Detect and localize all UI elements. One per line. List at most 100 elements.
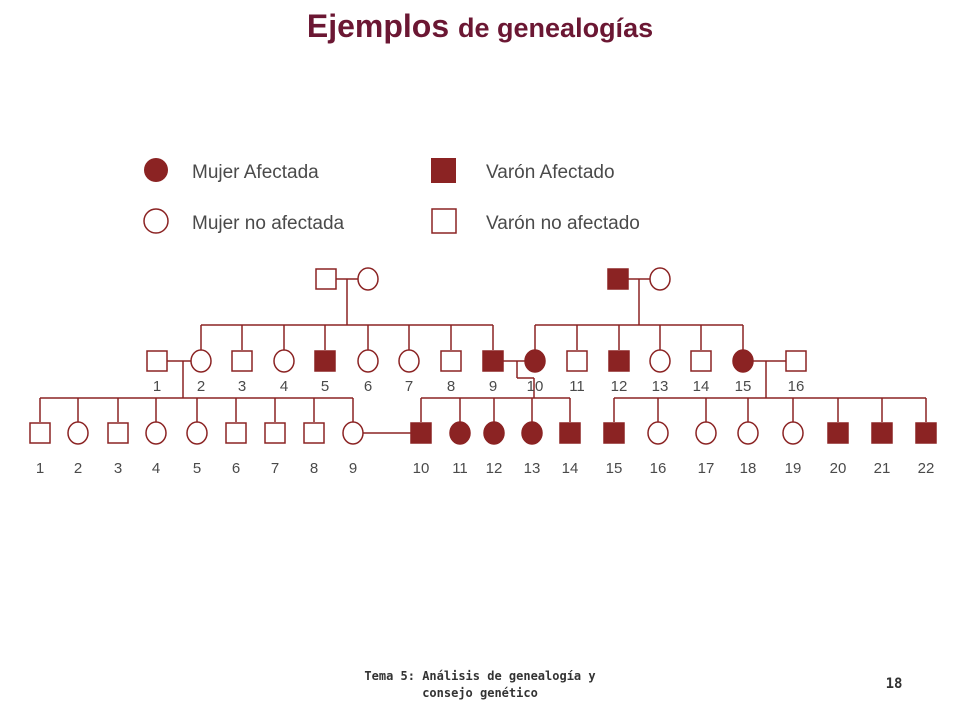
- gen2-individual-6: [357, 349, 379, 373]
- gen3-label-17: 17: [698, 460, 715, 477]
- gen3-individual-4: [145, 421, 167, 445]
- gen3-label-5: 5: [193, 460, 201, 477]
- gen3-label-1: 1: [36, 460, 44, 477]
- gen2-individual-3: [231, 350, 253, 372]
- gen3-individual-10: [410, 422, 432, 444]
- affected-male-legend-icon: [431, 158, 456, 183]
- gen3-individual-21: [871, 422, 893, 444]
- gen3-individual-14: [559, 422, 581, 444]
- gen3-individual-7: [264, 422, 286, 444]
- gen2-label-15: 15: [735, 378, 752, 395]
- gen3-label-16: 16: [650, 460, 667, 477]
- gen2-label-10: 10: [527, 378, 544, 395]
- gen3-individual-8: [303, 422, 325, 444]
- gen3-label-20: 20: [830, 460, 847, 477]
- gen3-label-10: 10: [413, 460, 430, 477]
- gen3-label-3: 3: [114, 460, 122, 477]
- gen3-label-12: 12: [486, 460, 503, 477]
- gen3-label-21: 21: [874, 460, 891, 477]
- legend-affected-female: Mujer Afectada: [192, 162, 319, 183]
- page-number: 18: [885, 676, 903, 692]
- gen1-individual-1: [315, 268, 337, 290]
- gen2-individual-7: [398, 349, 420, 373]
- gen3-individual-15: [603, 422, 625, 444]
- gen3-individual-18: [737, 421, 759, 445]
- gen3-individual-20: [827, 422, 849, 444]
- unaffected-female-legend-icon: [143, 208, 169, 234]
- gen3-individual-9: [342, 421, 364, 445]
- gen2-individual-4: [273, 349, 295, 373]
- pedigree-lines: [39, 278, 927, 434]
- gen2-individual-12: [608, 350, 630, 372]
- gen2-individual-2: [190, 349, 212, 373]
- gen3-individual-6: [225, 422, 247, 444]
- gen2-label-16: 16: [788, 378, 805, 395]
- affected-female-legend-icon: [144, 158, 168, 182]
- gen1-individual-3: [607, 268, 629, 290]
- gen3-individual-19: [782, 421, 804, 445]
- gen2-individual-14: [690, 350, 712, 372]
- gen3-label-2: 2: [74, 460, 82, 477]
- gen2-label-7: 7: [405, 378, 413, 395]
- gen3-individual-3: [107, 422, 129, 444]
- title-bold: Ejemplos: [306, 8, 450, 44]
- gen3-label-7: 7: [271, 460, 279, 477]
- gen2-label-12: 12: [611, 378, 628, 395]
- gen2-label-8: 8: [447, 378, 455, 395]
- gen2-label-4: 4: [280, 378, 288, 395]
- gen3-individual-17: [695, 421, 717, 445]
- legend-unaffected-female: Mujer no afectada: [192, 213, 345, 234]
- gen3-individual-5: [186, 421, 208, 445]
- gen3-label-18: 18: [740, 460, 757, 477]
- gen3-individual-22: [915, 422, 937, 444]
- gen3-individual-1: [29, 422, 51, 444]
- legend-unaffected-male: Varón no afectado: [486, 213, 640, 234]
- gen3-label-6: 6: [232, 460, 240, 477]
- gen3-individual-12: [483, 421, 505, 445]
- gen2-label-5: 5: [321, 378, 329, 395]
- gen3-label-22: 22: [918, 460, 935, 477]
- gen3-label-4: 4: [152, 460, 160, 477]
- gen2-individual-5: [314, 350, 336, 372]
- legend-affected-male: Varón Afectado: [486, 162, 615, 183]
- gen3-individual-11: [449, 421, 471, 445]
- gen2-label-9: 9: [489, 378, 497, 395]
- footer-line-2: consejo genético: [422, 686, 538, 700]
- title-rest: de genealogías: [458, 13, 654, 43]
- gen3-label-14: 14: [562, 460, 579, 477]
- gen2-label-11: 11: [569, 378, 585, 395]
- gen2-label-1: 1: [153, 378, 161, 395]
- gen2-individual-8: [440, 350, 462, 372]
- gen1-individual-4: [649, 267, 671, 291]
- gen3-label-15: 15: [606, 460, 623, 477]
- gen2-individual-13: [649, 349, 671, 373]
- gen2-label-6: 6: [364, 378, 372, 395]
- pedigree-individuals: [29, 267, 937, 445]
- unaffected-male-legend-icon: [431, 208, 457, 234]
- gen3-label-11: 11: [452, 460, 468, 477]
- gen2-individual-1: [146, 350, 168, 372]
- gen3-label-13: 13: [524, 460, 541, 477]
- gen2-label-3: 3: [238, 378, 246, 395]
- slide-title: Ejemplos de genealogías: [0, 8, 960, 45]
- gen3-individual-2: [67, 421, 89, 445]
- gen2-individual-11: [566, 350, 588, 372]
- footer-caption: Tema 5: Análisis de genealogía y consejo…: [330, 668, 630, 702]
- gen2-individual-16: [785, 350, 807, 372]
- gen2-label-2: 2: [197, 378, 205, 395]
- gen2-label-13: 13: [652, 378, 669, 395]
- gen3-label-8: 8: [310, 460, 318, 477]
- gen3-label-9: 9: [349, 460, 357, 477]
- gen3-individual-16: [647, 421, 669, 445]
- gen3-label-19: 19: [785, 460, 802, 477]
- gen1-individual-2: [357, 267, 379, 291]
- gen2-individual-15: [732, 349, 754, 373]
- gen2-individual-10: [524, 349, 546, 373]
- gen3-individual-13: [521, 421, 543, 445]
- footer-line-1: Tema 5: Análisis de genealogía y: [364, 669, 596, 683]
- gen2-label-14: 14: [693, 378, 710, 395]
- gen2-individual-9: [482, 350, 504, 372]
- legend: Mujer Afectada Mujer no afectada Varón A…: [143, 158, 640, 234]
